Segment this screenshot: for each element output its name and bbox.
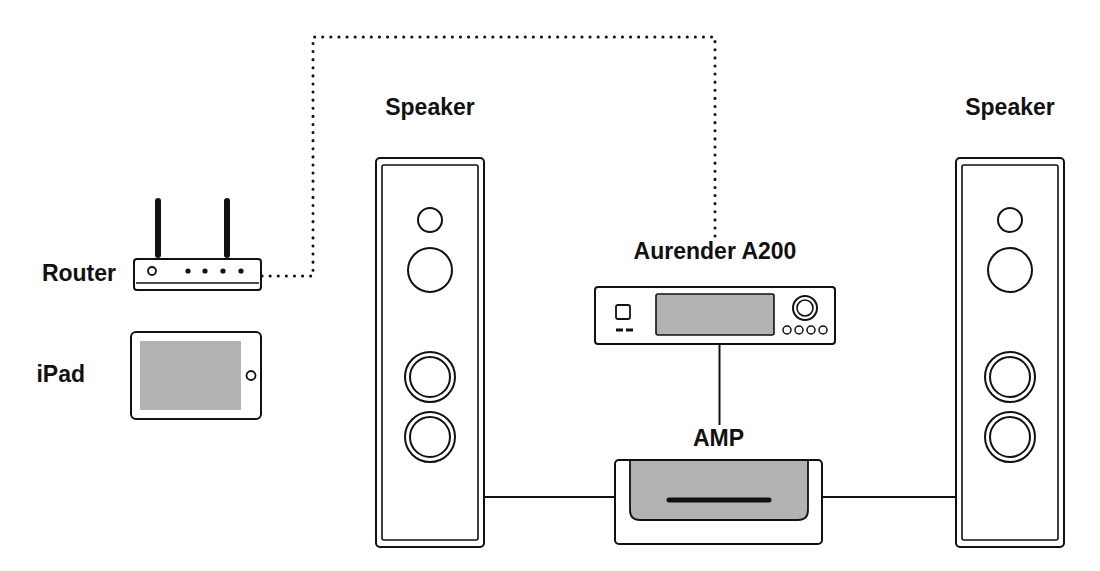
router-icon xyxy=(133,258,262,291)
device-node: Router xyxy=(133,258,262,291)
cable-link xyxy=(485,496,614,498)
device-label: Speaker xyxy=(965,94,1055,122)
device-label: iPad xyxy=(36,361,85,389)
device-node: AMP xyxy=(614,425,823,545)
device-node: Speaker xyxy=(955,157,1065,548)
speaker-icon xyxy=(955,157,1065,548)
cable-link xyxy=(719,345,721,425)
cable-link xyxy=(823,496,955,498)
device-label: Router xyxy=(42,260,116,288)
ipad-icon xyxy=(130,331,262,420)
device-label: Speaker xyxy=(385,94,475,122)
device-label: Aurender A200 xyxy=(634,238,797,266)
device-node: Aurender A200 xyxy=(594,238,836,345)
device-node: iPad xyxy=(130,331,262,420)
speaker-icon xyxy=(375,157,485,548)
device-label: AMP xyxy=(693,425,744,453)
device-node: Speaker xyxy=(375,157,485,548)
